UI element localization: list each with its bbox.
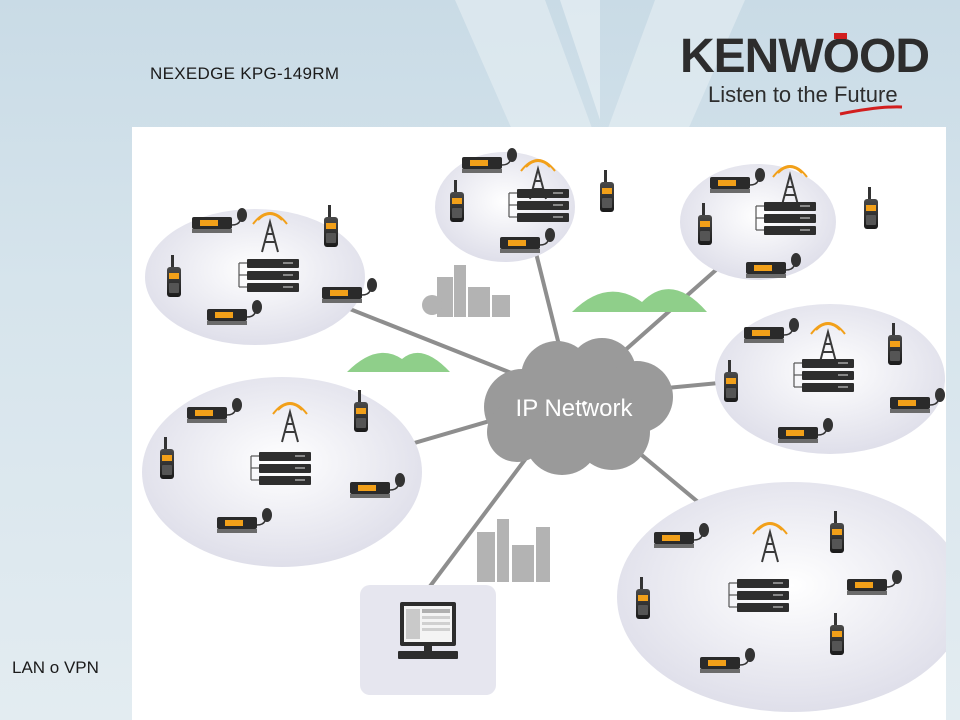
logo-accent-dot xyxy=(834,33,847,39)
slide-title: NEXEDGE KPG-149RM xyxy=(150,64,340,83)
logo-tagline: Listen to the Future xyxy=(708,82,898,107)
landscape-decoration xyxy=(347,265,707,582)
logo-brand: KENWOOD xyxy=(680,30,930,83)
lan-vpn-caption: LAN o VPN xyxy=(12,658,99,677)
radio-site xyxy=(435,147,614,262)
radio-site xyxy=(617,482,946,712)
network-diagram: IP Network xyxy=(132,127,946,720)
logo-swoosh xyxy=(839,105,903,116)
dispatch-console xyxy=(360,585,496,695)
cloud-label: IP Network xyxy=(516,395,634,422)
radio-site xyxy=(715,304,946,454)
radio-site xyxy=(142,377,422,567)
ip-network-cloud: IP Network xyxy=(484,338,673,475)
kenwood-logo: KENWOOD Listen to the Future xyxy=(680,30,930,116)
radio-site xyxy=(680,164,878,280)
radio-site xyxy=(145,205,378,345)
